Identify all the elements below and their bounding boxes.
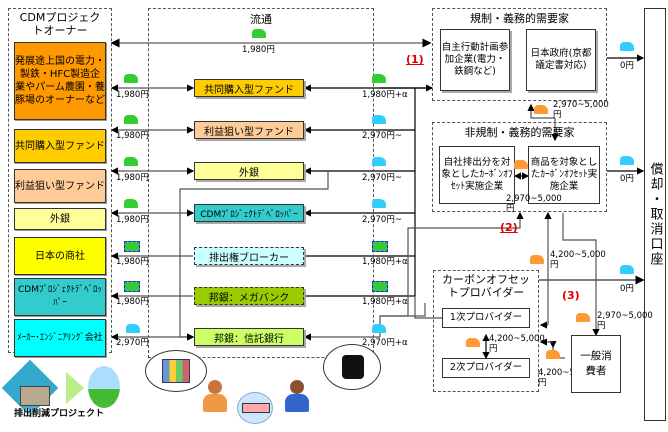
- owner-foreign-bank: 外銀: [14, 208, 106, 230]
- owner-developing-country: 発展途上国の電力・製鉄・HFC製造企業やパーム農園・養豚場のオーナーなど: [14, 42, 106, 120]
- intermediary-cdm-developer: CDMﾌﾟﾛｼﾞｪｸﾄﾃﾞﾍﾞﾛｯﾊﾟｰ: [194, 204, 304, 222]
- ticket-blue-icon: [620, 265, 634, 274]
- thought-bubble-climber-icon: [323, 344, 381, 390]
- sell-price-3: 2,970円~: [362, 215, 402, 225]
- regulated-japan-government: 日本政府(京都議定書対応): [526, 29, 596, 91]
- regulated-inflow-price: 2,970~5,000円: [553, 100, 609, 120]
- registry-label: 償却・取消口座: [647, 162, 663, 267]
- direct-price: 1,980円: [242, 45, 275, 55]
- ticket-green-icon: [124, 199, 138, 208]
- ticket-orange-icon: [576, 313, 590, 322]
- owner-profit-fund: 利益狙い型ファンド: [14, 169, 106, 203]
- buy-price-1: 1,980円: [116, 131, 149, 141]
- ticket-orange-icon: [546, 350, 560, 359]
- person-female-icon: [203, 380, 227, 416]
- ticket-blue-icon: [620, 42, 634, 51]
- ticket-green-icon: [252, 29, 266, 38]
- ticket-green-icon: [124, 74, 138, 83]
- ticket-green-icon: [124, 281, 140, 292]
- sell-price-1: 2,970円~: [362, 131, 402, 141]
- marker-2: (2): [500, 221, 518, 234]
- intermediary-joint-purchase-fund: 共同購入型ファンド: [194, 79, 304, 97]
- buy-price-5: 1,980円: [116, 297, 149, 307]
- arrow-right-icon: [66, 372, 84, 404]
- intermediary-profit-fund: 利益狙い型ファンド: [194, 121, 304, 139]
- offset-provider-group: カーボンオフセットプロバイダー: [433, 270, 539, 392]
- regulated-title: 規制・義務的需要家: [470, 12, 569, 25]
- negotiation-illustration: [145, 344, 385, 430]
- buy-price-3: 1,980円: [116, 215, 149, 225]
- sell-price-4: 1,980円+α: [362, 257, 408, 267]
- ticket-blue-icon: [620, 156, 634, 165]
- non-regulated-own-emission-companies: 自社排出分を対象としたｶｰﾎﾞﾝｵﾌｾｯﾄ実施企業: [439, 146, 515, 204]
- owner-joint-purchase-fund: 共同購入型ファンド: [14, 129, 106, 163]
- owner-maker-engineering: ﾒｰｶｰ･ｴﾝｼﾞﾆｱﾘﾝｸﾞ会社: [14, 319, 106, 357]
- non-regulated-to-registry-price: 0円: [620, 174, 634, 184]
- non-regulated-demand-group: 非規制・義務的需要家: [432, 122, 607, 212]
- distribution-group: 流通: [148, 8, 374, 358]
- provider-tier-1: 1次プロバイダー: [442, 308, 530, 328]
- sell-price-6: 2,970円+α: [362, 338, 408, 348]
- person-male-icon: [285, 380, 309, 416]
- thought-bubble-chart-icon: [145, 350, 207, 392]
- regulated-demand-group: 規制・義務的需要家: [432, 8, 607, 101]
- sell-price-2: 2,970円~: [362, 173, 402, 183]
- marker-3: (3): [562, 289, 580, 302]
- offset-provider-title: カーボンオフセットプロバイダー: [442, 273, 530, 299]
- intermediary-megabank: 邦銀：メガバンク: [194, 287, 304, 305]
- non-regulated-inner-price: 2,970~5,000円: [506, 194, 562, 214]
- regulated-to-registry-price: 0円: [620, 61, 634, 71]
- intermediary-trust-bank: 邦銀：信託銀行: [194, 328, 304, 346]
- ticket-orange-icon: [534, 105, 548, 114]
- buy-price-6: 2,970円: [116, 338, 149, 348]
- ticket-green-icon: [124, 115, 138, 124]
- handshake-icon: [237, 392, 273, 424]
- project-illustration: 排出削減プロジェクト: [1, 359, 122, 424]
- provider-consumer-price: 4,200~5,000円: [538, 368, 594, 388]
- owner-japanese-trading-company: 日本の商社: [14, 237, 106, 275]
- windmill-icon: [88, 366, 120, 408]
- distribution-title: 流通: [250, 13, 272, 26]
- ticket-orange-icon: [514, 160, 528, 169]
- marker-1: (1): [406, 53, 424, 66]
- non-regulated-title: 非規制・義務的需要家: [464, 126, 575, 139]
- buy-price-0: 1,980円: [116, 90, 149, 100]
- intermediary-emission-broker: 排出権ブローカー: [194, 247, 304, 265]
- consumer-price: 2,970~5,000円: [597, 311, 653, 331]
- buy-price-4: 1,980円: [116, 257, 149, 267]
- ticket-green-icon: [124, 157, 138, 166]
- sell-price-0: 1,980円+α: [362, 90, 408, 100]
- regulated-voluntary-plan-companies: 自主行動計画参加企業(電力・鉄鋼など): [440, 29, 510, 91]
- retirement-registry: 償却・取消口座: [644, 8, 666, 421]
- project-label: 排出削減プロジェクト: [14, 409, 105, 419]
- ticket-orange-icon: [530, 255, 544, 264]
- owner-group: CDMプロジェクトオーナー: [8, 8, 112, 353]
- ticket-green-icon: [124, 241, 140, 252]
- ticket-green-icon: [372, 241, 388, 252]
- ticket-green-icon: [372, 74, 386, 83]
- owner-cdm-developer: CDMﾌﾟﾛｼﾞｪｸﾄﾃﾞﾍﾞﾛｯﾊﾟｰ: [14, 278, 106, 316]
- provider-to-registry-price: 0円: [620, 284, 634, 294]
- ticket-orange-icon: [466, 338, 480, 347]
- intermediary-foreign-bank: 外銀: [194, 162, 304, 180]
- buy-price-2: 1,980円: [116, 173, 149, 183]
- factory-building-icon: [20, 386, 50, 406]
- ticket-blue-icon: [372, 115, 386, 124]
- ticket-blue-icon: [372, 199, 386, 208]
- ticket-green-icon: [372, 281, 388, 292]
- owner-group-title: CDMプロジェクトオーナー: [19, 11, 101, 37]
- general-consumer: 一般消費者: [571, 335, 621, 393]
- ticket-blue-icon: [372, 324, 386, 333]
- non-regulated-product-offset-companies: 商品を対象としたｶｰﾎﾞﾝｵﾌｾｯﾄ実施企業: [528, 146, 600, 204]
- sell-price-5: 1,980円+α: [362, 297, 408, 307]
- provider-tier-2: 2次プロバイダー: [442, 358, 530, 378]
- provider-tier-price: 4,200~5,000円: [489, 334, 545, 354]
- non-regulated-inflow-price: 4,200~5,000円: [550, 250, 606, 270]
- ticket-blue-icon: [372, 157, 386, 166]
- ticket-blue-icon: [126, 324, 140, 333]
